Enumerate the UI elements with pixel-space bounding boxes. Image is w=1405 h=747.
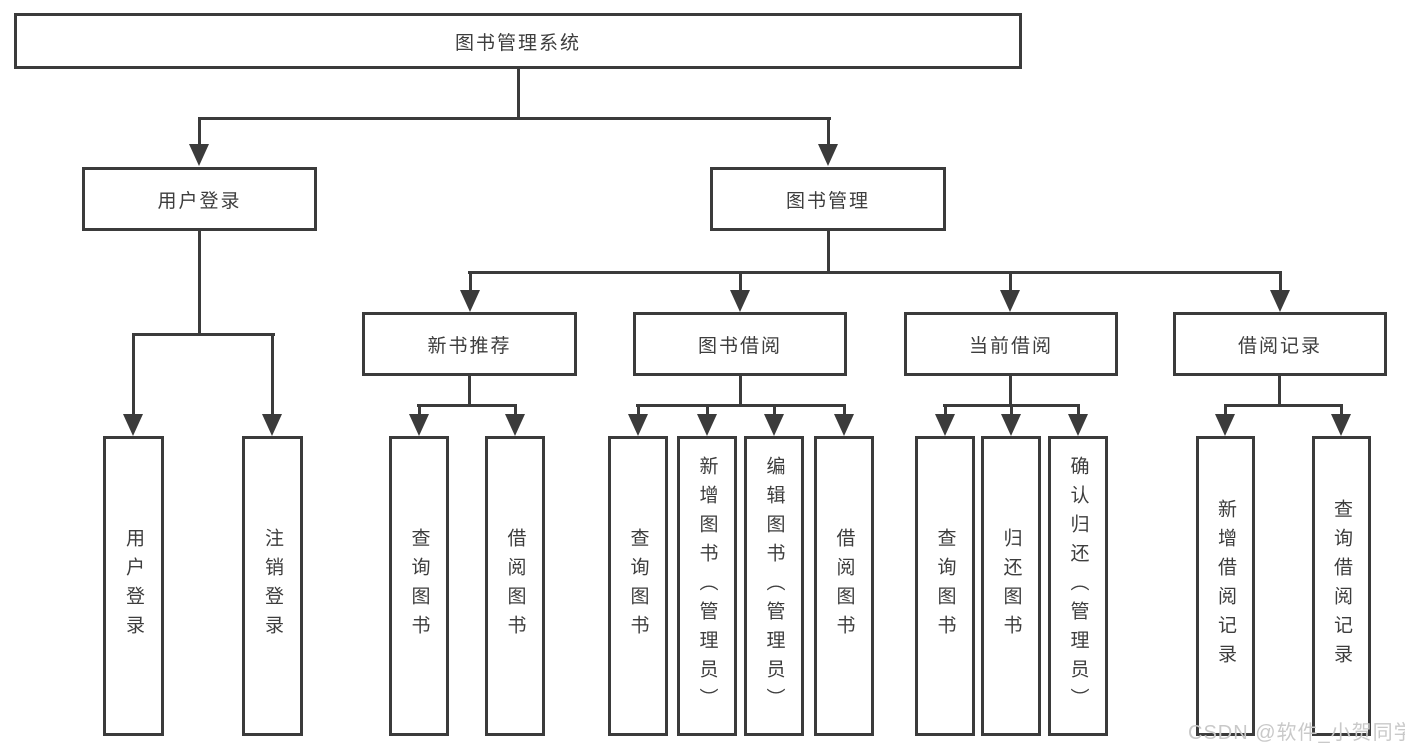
connector-line	[1224, 404, 1227, 416]
node-current-borrowing: 当前借阅	[904, 312, 1118, 376]
arrowhead-icon	[189, 144, 209, 166]
connector-line	[843, 404, 846, 416]
connector-line	[827, 117, 830, 147]
node-label: 图书借阅	[697, 335, 782, 357]
arrowhead-icon	[935, 414, 955, 436]
arrowhead-icon	[123, 414, 143, 436]
leaf-label: 新增图书（管理员）	[696, 455, 718, 717]
arrowhead-icon	[730, 290, 750, 312]
arrowhead-icon	[697, 414, 717, 436]
arrowhead-icon	[505, 414, 525, 436]
leaf-borrow-books: 借阅图书	[814, 436, 874, 736]
connector-line	[514, 404, 517, 416]
leaf-query-books-current: 查询图书	[915, 436, 975, 736]
connector-line	[132, 333, 275, 336]
leaf-edit-books-admin: 编辑图书（管理员）	[744, 436, 804, 736]
connector-line	[827, 231, 830, 273]
arrowhead-icon	[1068, 414, 1088, 436]
connector-line	[198, 117, 201, 147]
node-label: 新书推荐	[427, 335, 512, 357]
connector-line	[468, 271, 1282, 274]
leaf-query-books-borrowing: 查询图书	[608, 436, 668, 736]
connector-line	[739, 271, 742, 293]
leaf-label: 确认归还（管理员）	[1067, 455, 1089, 717]
leaf-label: 借阅图书	[504, 528, 526, 644]
connector-line	[1340, 404, 1343, 416]
arrowhead-icon	[818, 144, 838, 166]
node-borrowing-records: 借阅记录	[1173, 312, 1387, 376]
arrowhead-icon	[1001, 414, 1021, 436]
leaf-label: 编辑图书（管理员）	[763, 455, 785, 717]
node-label: 借阅记录	[1237, 335, 1322, 357]
arrowhead-icon	[1000, 290, 1020, 312]
leaf-label: 新增借阅记录	[1215, 499, 1236, 673]
arrowhead-icon	[409, 414, 429, 436]
node-book-borrowing: 图书借阅	[633, 312, 847, 376]
leaf-label: 查询借阅记录	[1331, 499, 1352, 673]
node-label: 图书管理	[785, 190, 870, 212]
leaf-logout: 注销登录	[242, 436, 303, 736]
leaf-user-login: 用户登录	[103, 436, 164, 736]
arrowhead-icon	[628, 414, 648, 436]
leaf-label: 归还图书	[1000, 528, 1022, 644]
node-user-login: 用户登录	[82, 167, 317, 231]
node-label: 用户登录	[157, 190, 242, 212]
leaf-label: 查询图书	[934, 528, 956, 644]
connector-line	[517, 69, 520, 119]
connector-line	[1010, 404, 1013, 416]
leaf-label: 注销登录	[262, 528, 283, 644]
connector-line	[637, 404, 640, 416]
connector-line	[271, 333, 274, 416]
connector-line	[132, 333, 135, 416]
arrowhead-icon	[1270, 290, 1290, 312]
leaf-return-books: 归还图书	[981, 436, 1041, 736]
node-label: 图书管理系统	[454, 32, 581, 54]
node-library-management-system: 图书管理系统	[14, 13, 1022, 69]
arrowhead-icon	[1331, 414, 1351, 436]
csdn-watermark: CSDN @软件_小贺同学	[1188, 722, 1405, 744]
leaf-add-borrow-record: 新增借阅记录	[1196, 436, 1255, 736]
leaf-borrow-books-recommend: 借阅图书	[485, 436, 545, 736]
leaf-query-borrow-record: 查询借阅记录	[1312, 436, 1371, 736]
arrowhead-icon	[460, 290, 480, 312]
connector-line	[198, 231, 201, 335]
connector-line	[944, 404, 947, 416]
connector-line	[1279, 271, 1282, 293]
connector-line	[417, 404, 517, 407]
connector-line	[1224, 404, 1343, 407]
connector-line	[418, 404, 421, 416]
arrowhead-icon	[262, 414, 282, 436]
connector-line	[468, 376, 471, 406]
connector-line	[1009, 271, 1012, 293]
connector-line	[1009, 376, 1012, 406]
node-new-book-recommend: 新书推荐	[362, 312, 577, 376]
connector-line	[1278, 376, 1281, 406]
node-label: 当前借阅	[968, 335, 1053, 357]
connector-line	[198, 117, 831, 120]
leaf-confirm-return-admin: 确认归还（管理员）	[1048, 436, 1108, 736]
connector-line	[1077, 404, 1080, 416]
leaf-add-books-admin: 新增图书（管理员）	[677, 436, 737, 736]
arrowhead-icon	[834, 414, 854, 436]
connector-line	[469, 271, 472, 293]
leaf-label: 借阅图书	[833, 528, 855, 644]
arrowhead-icon	[1215, 414, 1235, 436]
leaf-label: 查询图书	[408, 528, 430, 644]
node-book-management: 图书管理	[710, 167, 946, 231]
arrowhead-icon	[764, 414, 784, 436]
connector-line	[739, 376, 742, 406]
connector-line	[706, 404, 709, 416]
connector-line	[636, 404, 846, 407]
connector-line	[773, 404, 776, 416]
leaf-label: 用户登录	[123, 528, 144, 644]
leaf-query-books-recommend: 查询图书	[389, 436, 449, 736]
leaf-label: 查询图书	[627, 528, 649, 644]
